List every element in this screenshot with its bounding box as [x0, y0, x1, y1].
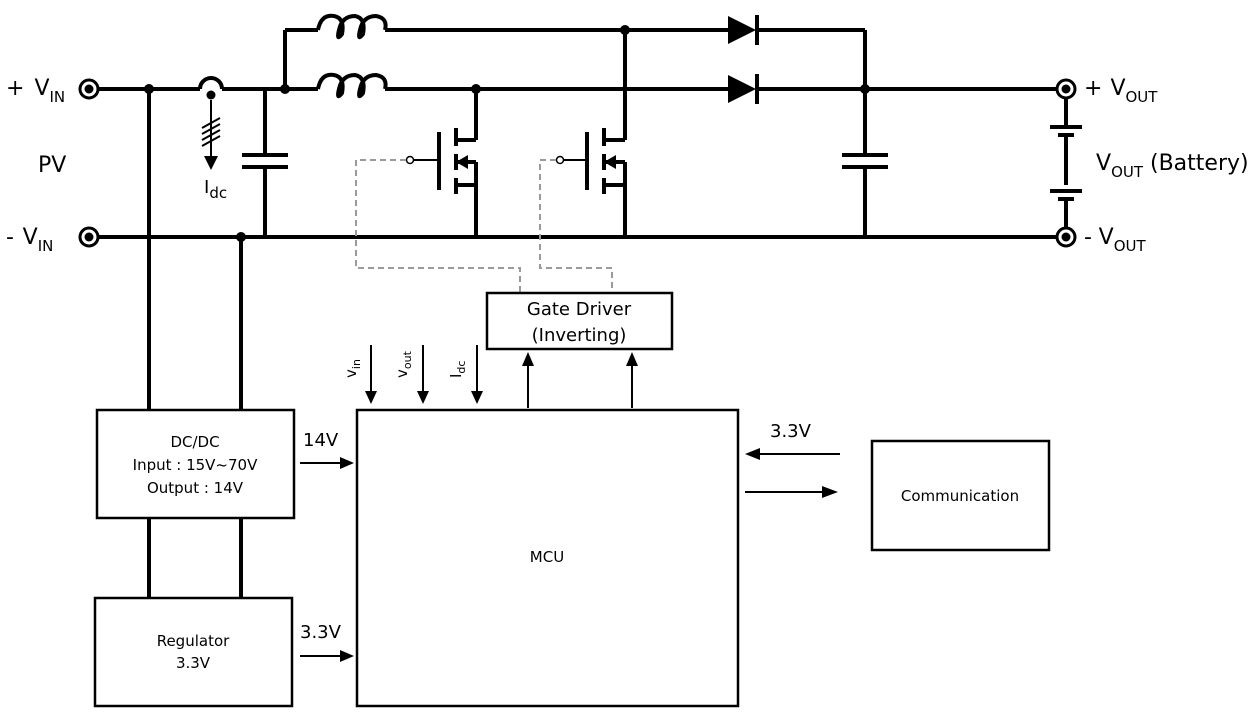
regulator-block [93, 596, 294, 708]
mosfet-1 [405, 128, 478, 194]
terminal-vin-neg [78, 226, 100, 248]
output-capacitor [842, 153, 888, 169]
gate-driver-line2: (Inverting) [532, 325, 627, 346]
battery-label: VOUT (Battery) [1096, 151, 1249, 181]
regulator-line2: 3.3V [176, 654, 211, 672]
communication-label: Communication [901, 487, 1019, 505]
inductor-lower [316, 72, 388, 99]
dcdc-line3: Output : 14V [147, 479, 244, 497]
diode-lower [728, 74, 759, 104]
vout-neg-label: -VOUT [1084, 225, 1147, 255]
idc-sensor-label: Idc [204, 177, 227, 202]
communication-block [870, 439, 1051, 552]
junction-dots [144, 25, 870, 242]
signal-arrows [300, 345, 840, 662]
inductor-upper [316, 13, 388, 40]
power-wiring [97, 28, 1068, 598]
gate-driver-block [485, 291, 674, 351]
dcdc-block [95, 408, 296, 520]
terminal-vout-neg [1055, 226, 1077, 248]
vin-neg-label: -VIN [6, 225, 53, 255]
idc-sense-label: Idc [447, 361, 468, 378]
regulator-supply-label: 3.3V [300, 622, 342, 643]
mosfet-2 [555, 128, 627, 194]
dcdc-line1: DC/DC [170, 433, 219, 451]
diode-upper [728, 15, 759, 45]
comm-supply-label: 3.3V [770, 421, 812, 442]
terminal-vin-pos [78, 78, 100, 100]
vout-pos-label: +VOUT [1084, 76, 1158, 106]
vout-sense-label: vout [393, 350, 414, 378]
dcdc-line2: Input : 15V~70V [133, 456, 258, 474]
current-sensor [198, 76, 224, 170]
input-capacitor [242, 153, 288, 169]
battery [1050, 125, 1082, 201]
regulator-line1: Regulator [157, 632, 230, 650]
vin-sense-label: vin [342, 359, 363, 378]
pv-label: PV [38, 153, 66, 178]
vin-pos-label: +VIN [6, 76, 65, 106]
gate-drive-links [355, 159, 613, 293]
dcdc-supply-label: 14V [303, 430, 339, 451]
mcu-label: MCU [530, 548, 564, 566]
terminal-vout-pos [1055, 78, 1077, 100]
gate-driver-line1: Gate Driver [527, 299, 632, 320]
mcu-block [355, 408, 740, 708]
